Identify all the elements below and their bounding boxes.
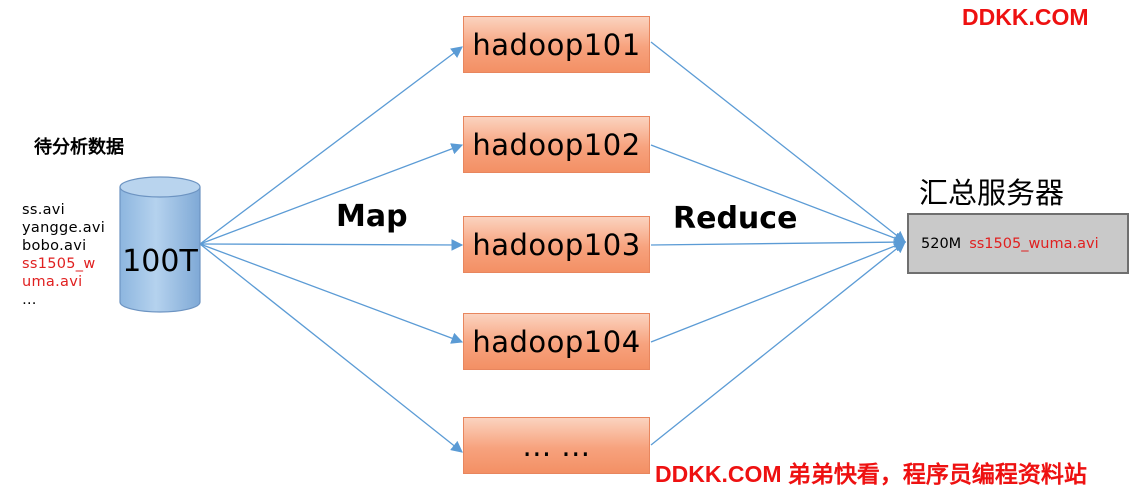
- file-item: ss.avi: [22, 202, 66, 218]
- watermark-top: DDKK.COM: [962, 4, 1089, 30]
- map-arrow-2: [199, 143, 464, 245]
- watermark-bottom: DDKK.COM 弟弟快看，程序员编程资料站: [655, 461, 1087, 486]
- server-file-size: 520M: [921, 235, 962, 252]
- file-item-highlighted: uma.avi: [22, 274, 83, 290]
- reduce-arrow-4: [650, 240, 907, 343]
- map-arrow-1: [199, 46, 463, 245]
- file-item-highlighted: ss1505_w: [22, 256, 96, 272]
- reduce-label: Reduce: [673, 201, 798, 236]
- reduce-arrow-1: [650, 41, 906, 243]
- source-title: 待分析数据: [34, 137, 124, 158]
- map-arrow-5: [199, 243, 463, 453]
- map-label: Map: [336, 199, 408, 234]
- file-item: bobo.avi: [22, 238, 87, 254]
- map-arrow-4: [199, 243, 464, 344]
- node-hadoop104: hadoop104: [463, 313, 650, 370]
- file-list: ss.avi yangge.avi bobo.avi ss1505_w uma.…: [22, 201, 105, 309]
- node-more: ... ...: [463, 417, 650, 474]
- node-hadoop102: hadoop102: [463, 116, 650, 173]
- server-file-name: ss1505_wuma.avi: [969, 235, 1099, 252]
- node-hadoop103: hadoop103: [463, 216, 650, 273]
- storage-label: 100T: [122, 244, 198, 279]
- reduce-arrow-5: [650, 241, 906, 446]
- node-hadoop101: hadoop101: [463, 16, 650, 73]
- file-item: yangge.avi: [22, 220, 106, 236]
- summary-server: 520M ss1505_wuma.avi: [907, 213, 1129, 274]
- map-arrow-3: [199, 239, 464, 251]
- file-item-ellipsis: …: [22, 292, 37, 308]
- reduce-arrow-2: [650, 144, 907, 244]
- server-title: 汇总服务器: [919, 176, 1065, 210]
- storage-cylinder-icon: [119, 176, 201, 313]
- reduce-arrow-3: [650, 236, 907, 248]
